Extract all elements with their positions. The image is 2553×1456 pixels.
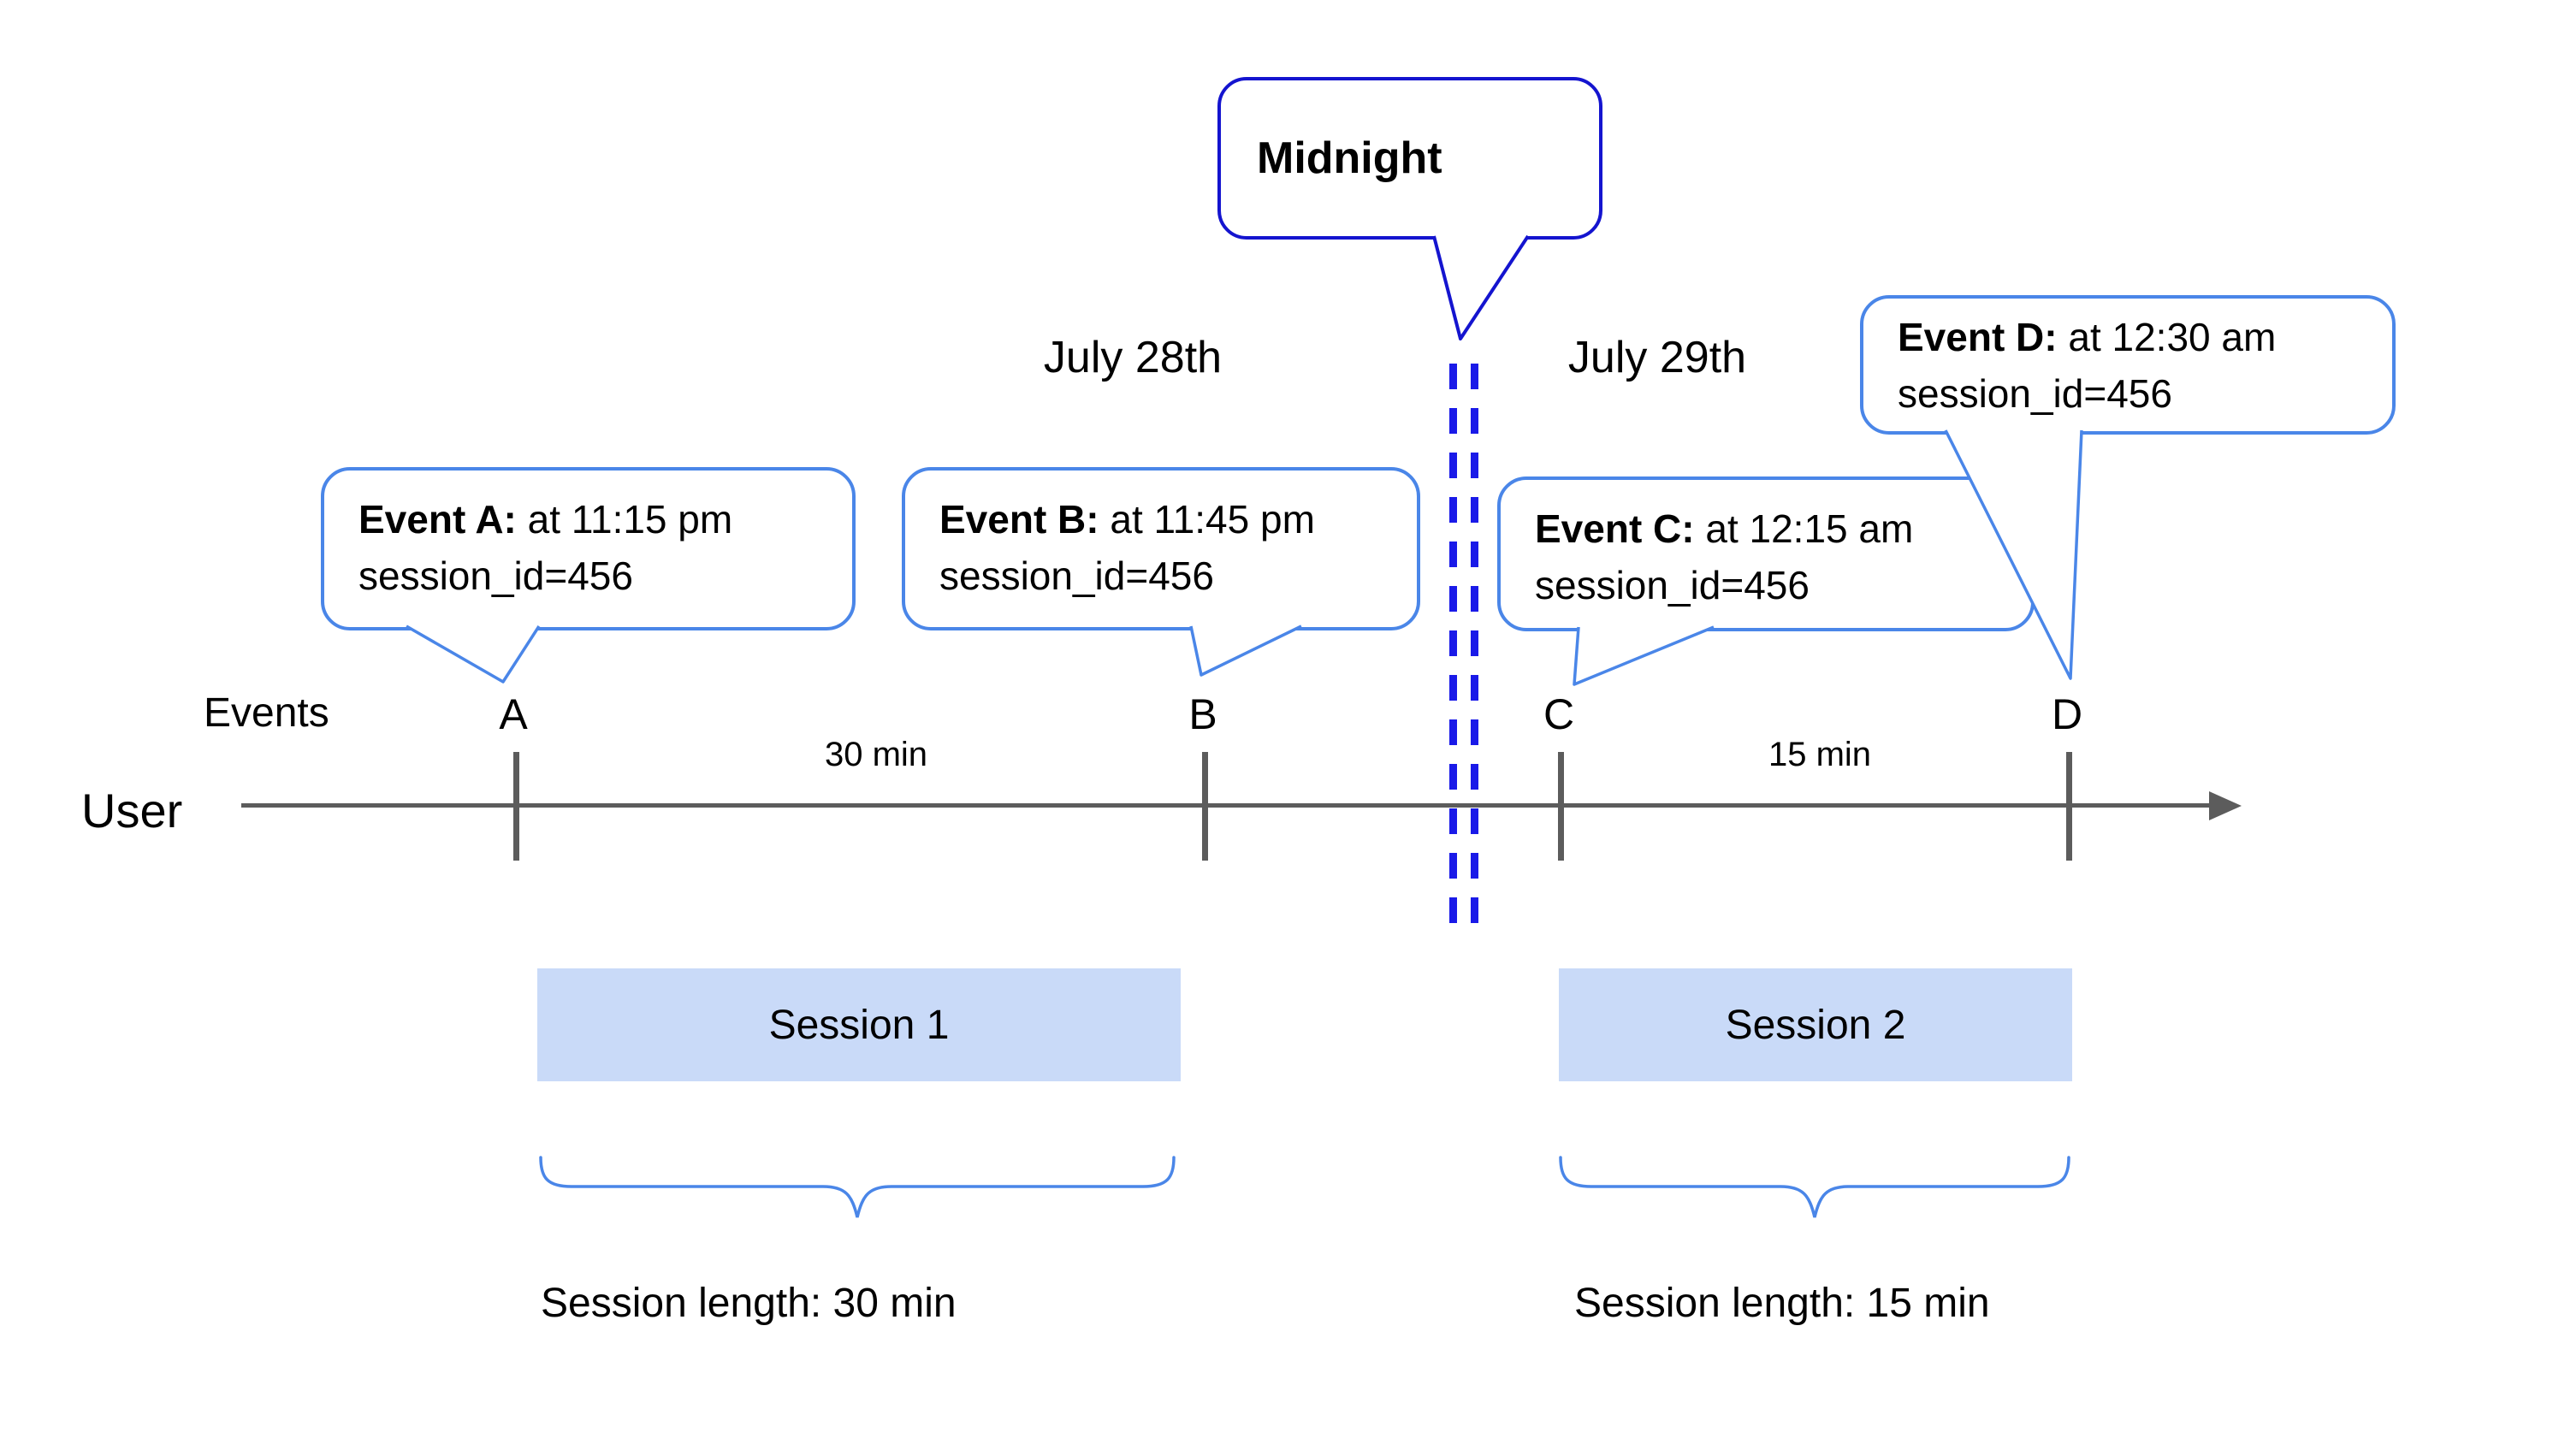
- event-a-callout: Event A: at 11:15 pm session_id=456: [321, 467, 856, 630]
- event-d-callout-tail: [1944, 429, 2083, 680]
- event-c-callout: Event C: at 12:15 am session_id=456: [1497, 476, 2035, 631]
- timeline-arrowhead-icon: [2209, 791, 2242, 820]
- event-b-letter: B: [1188, 690, 1217, 738]
- session-2-label: Session 2: [1725, 1002, 1906, 1048]
- session-1-label: Session 1: [768, 1002, 950, 1048]
- event-a-line2: session_id=456: [358, 553, 633, 598]
- event-b-line2: session_id=456: [939, 553, 1214, 598]
- user-axis-label: User: [81, 784, 183, 837]
- session-1-brace: [539, 1156, 1176, 1218]
- session-1-length-label: Session length: 30 min: [541, 1281, 957, 1326]
- event-c-line2: session_id=456: [1535, 563, 1810, 607]
- event-b-callout: Event B: at 11:45 pm session_id=456: [902, 467, 1420, 630]
- tick-event-d: [2066, 752, 2072, 861]
- midnight-callout: Midnight: [1217, 77, 1602, 240]
- event-c-callout-tail: [1573, 625, 1715, 686]
- event-b-line1: Event B: at 11:45 pm: [939, 497, 1315, 542]
- session-2-block: Session 2: [1559, 968, 2072, 1081]
- events-axis-label: Events: [204, 690, 329, 736]
- event-c-letter: C: [1543, 690, 1575, 738]
- event-a-line1: Event A: at 11:15 pm: [358, 497, 733, 542]
- session-1-block: Session 1: [537, 968, 1181, 1081]
- gap-c-d-label: 15 min: [1768, 736, 1872, 773]
- event-c-line1: Event C: at 12:15 am: [1535, 506, 1914, 551]
- event-a-callout-tail: [406, 624, 541, 684]
- date-july-29: July 29th: [1567, 333, 1747, 382]
- midnight-divider-right-dash: [1471, 364, 1478, 932]
- event-d-line2: session_id=456: [1898, 371, 2172, 416]
- tick-event-c: [1558, 752, 1564, 861]
- timeline-line: [241, 803, 2212, 808]
- date-july-28: July 28th: [1043, 333, 1223, 382]
- midnight-callout-tail: [1432, 234, 1530, 340]
- event-d-letter: D: [2051, 690, 2083, 738]
- event-b-callout-tail: [1189, 624, 1302, 677]
- event-d-callout: Event D: at 12:30 am session_id=456: [1860, 295, 2396, 435]
- tick-event-b: [1202, 752, 1208, 861]
- midnight-divider-left-dash: [1449, 364, 1457, 932]
- midnight-label: Midnight: [1257, 133, 1442, 183]
- session-2-brace: [1559, 1156, 2070, 1218]
- tick-event-a: [513, 752, 519, 861]
- event-a-letter: A: [499, 690, 528, 738]
- session-2-length-label: Session length: 15 min: [1574, 1281, 1990, 1326]
- event-d-line1: Event D: at 12:30 am: [1898, 315, 2277, 359]
- gap-a-b-label: 30 min: [824, 736, 928, 773]
